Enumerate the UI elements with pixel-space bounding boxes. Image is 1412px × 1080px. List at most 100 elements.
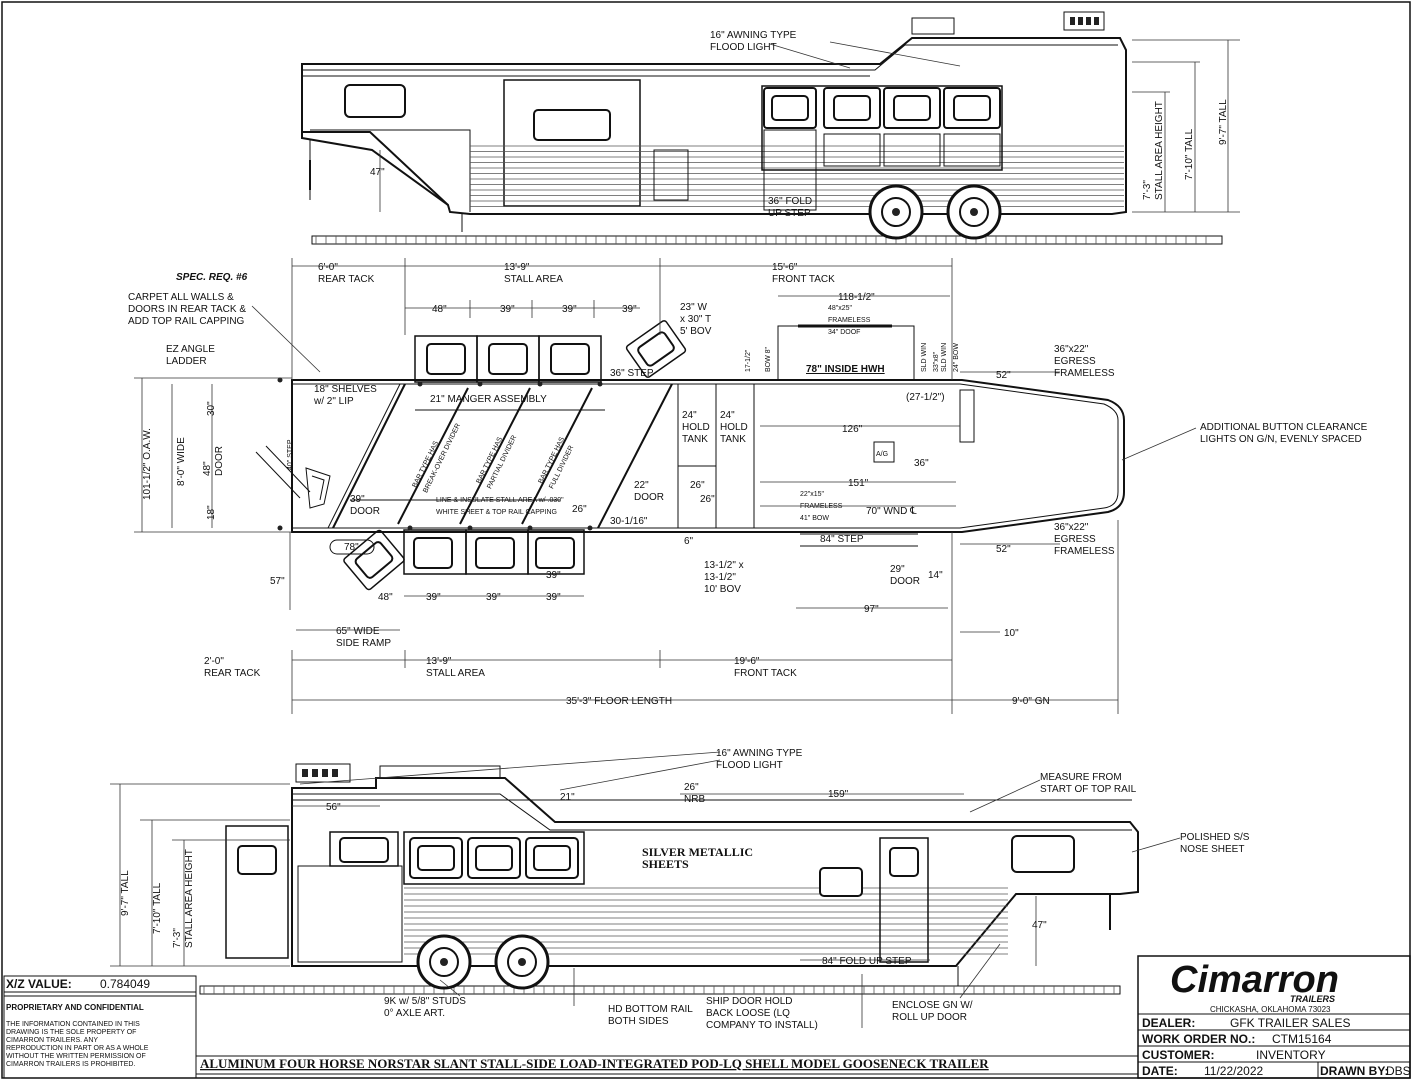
svg-text:TRAILERS: TRAILERS xyxy=(1290,994,1335,1004)
dim-14: 14" xyxy=(928,570,943,581)
rear-tack-bot-dim: 2'-0"REAR TACK xyxy=(204,656,261,679)
nrb-label: 26"NRB xyxy=(684,782,705,805)
door-29-label: 29"DOOR xyxy=(890,564,920,587)
dim-52-top: 52" xyxy=(996,370,1011,381)
drawing-title-block xyxy=(196,1055,1138,1075)
fold-step-84-label: 84" FOLD UP STEP xyxy=(822,956,912,967)
xz-value-label: X/Z VALUE: xyxy=(6,977,72,991)
inside-hwh-label: 78" INSIDE HWH xyxy=(806,364,885,375)
drawn-by-value: DBS xyxy=(1386,1064,1411,1078)
oaw-dim: 101-1/2" O.A.W. xyxy=(142,428,153,500)
dim-39f: 39" xyxy=(546,592,561,603)
work-order-value: CTM15164 xyxy=(1272,1032,1332,1046)
customer-label: CUSTOMER: xyxy=(1142,1048,1214,1062)
company-city: CHICKASHA, OKLAHOMA 73023 xyxy=(1210,1005,1331,1014)
dim-78: 78" xyxy=(344,542,359,553)
dim-48-top: 48" xyxy=(432,304,447,315)
dim-27: (27-1/2") xyxy=(906,392,945,403)
dim-151: 151" xyxy=(848,478,869,489)
height-710-label-top: 7'-10" TALL xyxy=(1184,128,1195,180)
line-insulate-note: LINE & INSULATE STALL AREA w/ .030"WHITE… xyxy=(436,497,564,516)
height-47-label-top: 47" xyxy=(370,167,385,178)
side-elevation-top xyxy=(301,11,1240,245)
dealer-value: GFK TRAILER SALES xyxy=(1230,1016,1351,1030)
dim-56: 56" xyxy=(326,802,341,813)
wheel-icon xyxy=(868,184,924,240)
bow-note-a: BOW 8" xyxy=(765,346,772,372)
xz-value: 0.784049 xyxy=(100,977,150,991)
dim-39g: 39" xyxy=(546,570,561,581)
svg-text:Cimarron: Cimarron xyxy=(1170,959,1339,1001)
wnd-label: 70" WND ℄ xyxy=(866,506,917,517)
cimarron-logo: Cimarron TRAILERS xyxy=(1170,959,1339,1004)
wheel-icon xyxy=(946,184,1002,240)
door-48-label: 48"DOOR xyxy=(202,446,225,476)
height-97-label-bot: 9'-7" TALL xyxy=(120,870,131,916)
dim-159: 159" xyxy=(828,789,849,800)
drawn-by-label: DRAWN BY: xyxy=(1320,1064,1388,1078)
date-value: 11/22/2022 xyxy=(1204,1064,1263,1078)
ag-label: A/G xyxy=(876,451,888,458)
wide-dim: 8'-0" WIDE xyxy=(176,437,187,486)
divider-label-1: BAR TYPE HASBREAK-OVER DIVIDER xyxy=(412,417,463,494)
height-710-label-bot: 7'-10" TALL xyxy=(152,882,163,934)
dim-52-bot: 52" xyxy=(996,544,1011,555)
dim-39e: 39" xyxy=(486,592,501,603)
manger-label: 21" MANGER ASSEMBLY xyxy=(430,394,547,405)
wheel-icon xyxy=(494,934,550,990)
height-47-label-bot: 47" xyxy=(1032,920,1047,931)
front-tack-top-dim: 15'-6"FRONT TACK xyxy=(772,262,835,285)
dim-57: 57" xyxy=(270,576,285,587)
dealer-label: DEALER: xyxy=(1142,1016,1195,1030)
dim-39a: 39" xyxy=(500,304,515,315)
date-label: DATE: xyxy=(1142,1064,1178,1078)
dim-17: 17-1/2" xyxy=(745,349,752,372)
dim-39c: 39" xyxy=(622,304,637,315)
work-order-label: WORK ORDER NO.: xyxy=(1142,1032,1255,1046)
company-block xyxy=(1137,955,1411,1079)
rear-tack-top-dim: 6'-0"REAR TACK xyxy=(318,262,375,285)
divider-label-2: BAR TYPE HASPARTIAL DIVIDER xyxy=(476,429,519,490)
side-elevation-bottom xyxy=(110,751,1181,1028)
proprietary-block xyxy=(3,975,197,1079)
door-22-label: 22"DOOR xyxy=(634,480,664,503)
stall-area-top-dim: 13'-9"STALL AREA xyxy=(504,262,563,285)
dim-30: 30" xyxy=(206,401,217,416)
dim-26c: 26" xyxy=(572,504,587,515)
floor-length-dim: 35'-3" FLOOR LENGTH xyxy=(566,696,672,707)
enclose-gn-note: ENCLOSE GN W/ROLL UP DOOR xyxy=(892,1000,973,1023)
customer-value: INVENTORY xyxy=(1256,1048,1326,1062)
dim-39b: 39" xyxy=(562,304,577,315)
dim-30-1-16: 30-1/16" xyxy=(610,516,648,527)
dim-6: 6" xyxy=(684,536,694,547)
proprietary-title: PROPRIETARY AND CONFIDENTIAL xyxy=(6,1003,144,1012)
stall-height-label-bot: 7'-3"STALL AREA HEIGHT xyxy=(172,849,195,948)
stall-area-bot-dim: 13'-9"STALL AREA xyxy=(426,656,485,679)
door-39-label: 39"DOOR xyxy=(350,494,380,517)
dim-48-bot: 48" xyxy=(378,592,393,603)
dim-26a: 26" xyxy=(690,480,705,491)
carpet-note: CARPET ALL WALLS &DOORS IN REAR TACK &AD… xyxy=(128,292,246,327)
dim-126: 126" xyxy=(842,424,863,435)
step-84-label: 84" STEP xyxy=(820,534,864,545)
